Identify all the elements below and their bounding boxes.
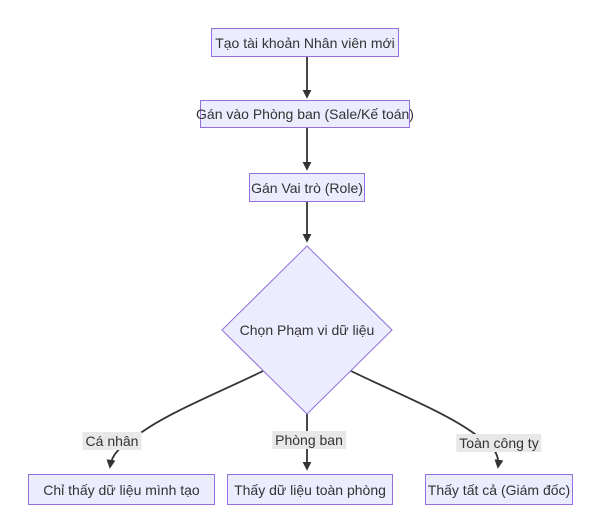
node-personal-result-label: Chỉ thấy dữ liệu mình tạo — [43, 481, 200, 498]
node-assign-department: Gán vào Phòng ban (Sale/Kế toán) — [196, 100, 414, 128]
node-create-account-label: Tạo tài khoản Nhân viên mới — [215, 34, 395, 51]
node-company-result-label: Thấy tất cả (Giám đốc) — [427, 481, 571, 498]
node-department-result-label: Thấy dữ liệu toàn phòng — [234, 481, 386, 498]
node-create-account: Tạo tài khoản Nhân viên mới — [211, 28, 399, 57]
node-company-result: Thấy tất cả (Giám đốc) — [425, 474, 573, 505]
edge-decision-to-personal — [106, 370, 264, 469]
node-assign-role: Gán Vai trò (Role) — [249, 173, 365, 202]
node-personal-result: Chỉ thấy dữ liệu mình tạo — [28, 474, 215, 505]
edge-label-personal: Cá nhân — [82, 432, 142, 450]
node-department-result: Thấy dữ liệu toàn phòng — [227, 474, 393, 505]
decision-diamond-shape — [221, 245, 393, 415]
node-choose-scope-label: Chọn Phạm vi dữ liệu — [239, 322, 375, 338]
edge-decision-to-company — [350, 370, 504, 469]
edge-label-company: Toàn công ty — [456, 434, 542, 452]
node-assign-department-label: Gán vào Phòng ban (Sale/Kế toán) — [196, 106, 414, 122]
node-assign-role-label: Gán Vai trò (Role) — [251, 179, 363, 196]
edge-label-department: Phòng ban — [272, 431, 346, 449]
